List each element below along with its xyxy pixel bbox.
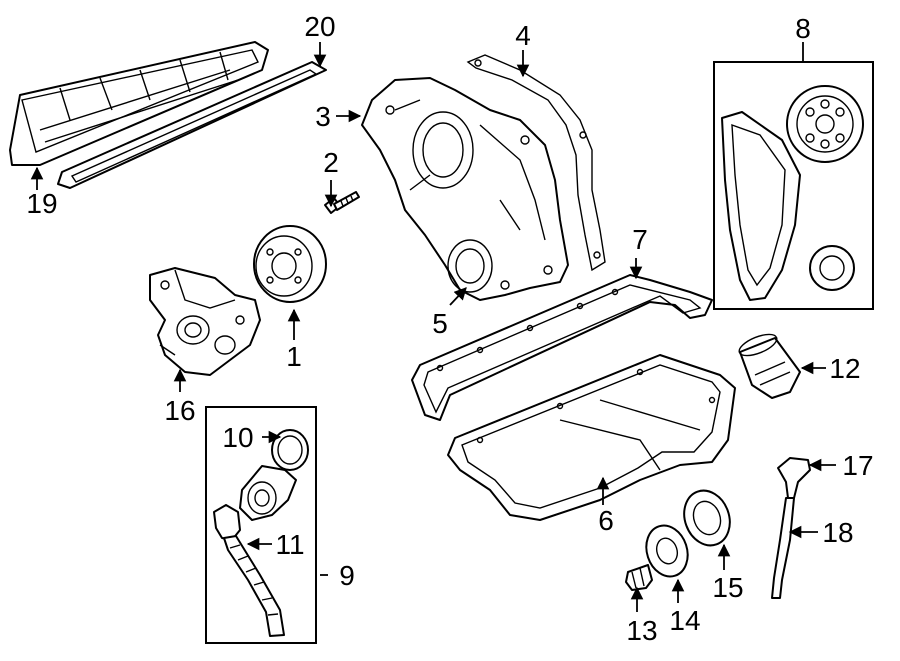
seal-part-15 [683,489,731,547]
timing-cover-gasket-part-4 [466,54,606,272]
oil-filter-part-12 [738,333,801,399]
oil-pan-gasket-part-7 [411,274,713,421]
callout-19: 19 [26,188,57,219]
callout-10: 10 [222,422,253,453]
timing-cover-part-3 [361,77,569,301]
drain-plug-part-13 [625,564,653,591]
oil-pump-part-16 [149,267,261,376]
oil-pressure-sender-box [205,406,317,644]
callout-1: 1 [286,341,302,372]
callout-14: 14 [669,605,700,636]
valve-cover-part-19 [9,41,269,166]
balancer-pulley-part-1 [253,225,327,303]
callout-15: 15 [712,572,743,603]
timing-chain-set-part-8 [721,85,864,301]
callout-4: 4 [515,20,531,51]
callout-6: 6 [598,505,614,536]
callout-7: 7 [632,224,648,255]
callout-3: 3 [315,101,331,132]
leader-lines [30,42,836,612]
callout-20: 20 [304,11,335,42]
callout-2: 2 [323,147,339,178]
harness-part-11 [213,504,285,637]
dipstick-tube-part-18 [771,497,795,599]
callout-12: 12 [829,353,860,384]
callout-11: 11 [275,529,304,560]
valve-cover-gasket-part-20 [57,61,327,189]
callout-9: 9 [339,560,355,591]
oil-pan-part-6 [447,354,736,521]
sender-seal-part-10 [271,429,309,471]
callout-16: 16 [164,395,195,426]
callout-5: 5 [432,308,448,339]
callout-8: 8 [795,13,811,44]
seal-part-14 [645,524,689,578]
dipstick-handle-part-17 [777,457,811,499]
timing-set-box [713,61,874,310]
callout-18: 18 [822,517,853,548]
callout-labels: 1 2 3 4 5 6 7 8 9 10 11 12 13 14 15 16 1… [26,11,873,646]
oil-pressure-sensor [239,465,297,521]
callout-17: 17 [842,450,873,481]
callout-13: 13 [626,615,657,646]
